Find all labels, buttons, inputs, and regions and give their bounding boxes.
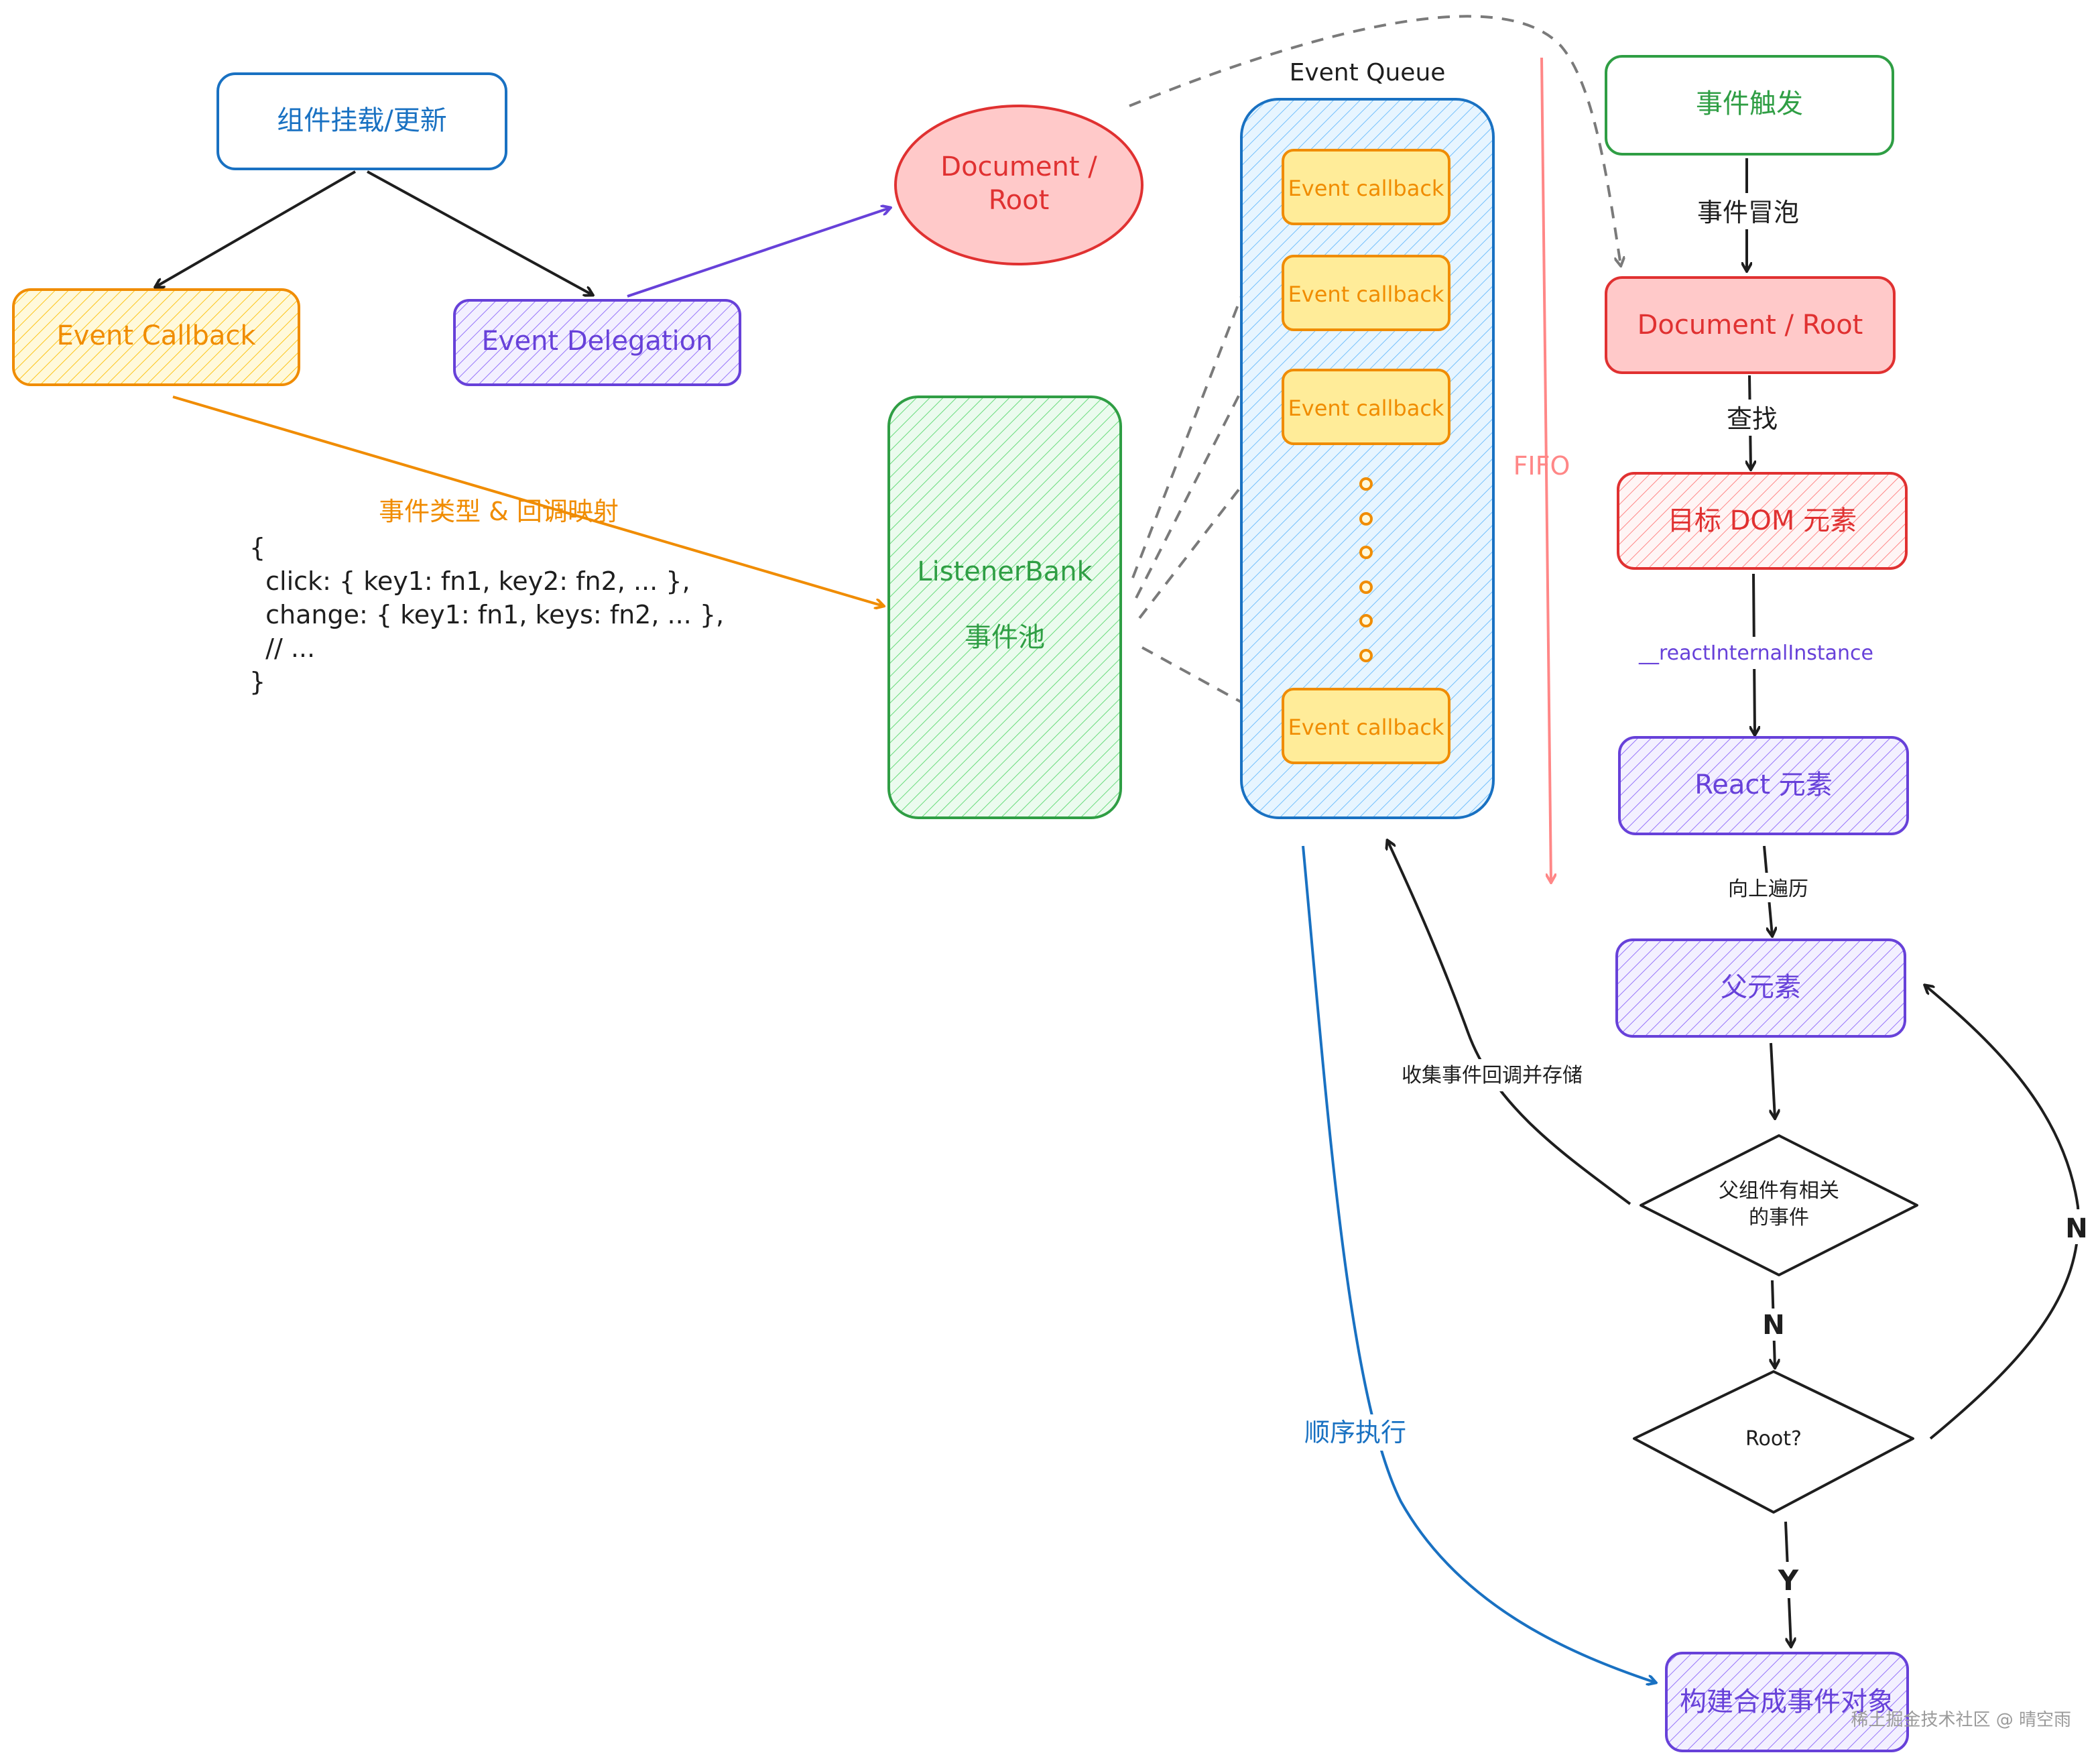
listener-bank-subtitle: 事件池 xyxy=(965,622,1045,653)
event-callback-item: Event callback xyxy=(1282,255,1450,331)
react-element-label: React 元素 xyxy=(1694,770,1833,800)
collect-label: 收集事件回调并存储 xyxy=(1402,1064,1583,1087)
root-check-decision: Root? xyxy=(1633,1370,1914,1514)
event-callback-item-label: Event callback xyxy=(1288,282,1444,307)
internal-instance-label: __reactInternalInstance xyxy=(1638,642,1873,665)
ellipsis-dots xyxy=(1359,477,1373,662)
event-callback-item: Event callback xyxy=(1282,688,1450,764)
parent-has-event-decision: 父组件有相关 的事件 xyxy=(1640,1134,1918,1276)
arrow-queue-to-build xyxy=(1302,845,1656,1683)
mapping-code-line-0: { xyxy=(249,533,265,562)
fifo-label: FIFO xyxy=(1514,451,1570,481)
listener-bank-title: ListenerBank xyxy=(917,556,1093,587)
parent-has-event-line-2: 的事件 xyxy=(1749,1206,1809,1229)
collect-label-bg xyxy=(1392,1059,1593,1091)
n-label-1-bg xyxy=(1757,1309,1791,1341)
document-root-label: Document / Root xyxy=(1638,310,1863,341)
arrow-collect-to-queue xyxy=(1387,841,1631,1205)
mount-update-label: 组件挂载/更新 xyxy=(277,105,446,136)
bubble-label: 事件冒泡 xyxy=(1697,198,1799,227)
mount-update-node: 组件挂载/更新 xyxy=(217,72,507,170)
arrow-bank-to-callback-3 xyxy=(1138,441,1276,619)
document-root-node: Document / Root xyxy=(1605,276,1896,374)
mapping-code-line-3: // ... xyxy=(249,633,315,663)
n-label-2: N xyxy=(2065,1213,2087,1244)
arrow-mount-to-delegation xyxy=(367,170,593,295)
root-check-label: Root? xyxy=(1745,1427,1802,1451)
document-root-ellipse: Document / Root xyxy=(894,105,1144,265)
arrow-bank-to-callback-2 xyxy=(1135,327,1274,599)
arrow-mount-to-callback xyxy=(156,170,356,287)
react-element-node: React 元素 xyxy=(1618,736,1909,835)
parent-element-label: 父元素 xyxy=(1721,972,1801,1003)
event-callback-item-label: Event callback xyxy=(1288,715,1444,740)
arrow-delegation-to-document xyxy=(627,208,890,298)
sequential-label-bg xyxy=(1296,1414,1416,1451)
mapping-code-line-2: change: { key1: fn1, keys: fn2, ... }, xyxy=(249,600,724,629)
event-callback-item-label: Event callback xyxy=(1288,396,1444,421)
mapping-code-line-4: } xyxy=(249,667,265,696)
event-trigger-label: 事件触发 xyxy=(1696,88,1803,119)
n-label-1: N xyxy=(1762,1310,1784,1341)
build-synthetic-event-node: 构建合成事件对象 xyxy=(1665,1652,1909,1752)
event-callback-item-label: Event callback xyxy=(1288,176,1444,201)
y-label: Y xyxy=(1778,1564,1799,1597)
event-delegation-node: Event Delegation xyxy=(453,299,741,386)
arrow-parent-to-decision xyxy=(1771,1042,1775,1118)
find-label-bg xyxy=(1721,400,1783,436)
arrow-callback-to-listenerbank xyxy=(172,396,883,606)
target-dom-label: 目标 DOM 元素 xyxy=(1668,505,1857,536)
n-label-2-bg xyxy=(2060,1209,2094,1244)
build-synthetic-event-label: 构建合成事件对象 xyxy=(1680,1687,1894,1717)
arrow-bank-to-callback-4 xyxy=(1141,646,1276,721)
find-label: 查找 xyxy=(1727,404,1778,434)
arrow-document-to-right-root xyxy=(1129,15,1621,265)
arrow-root-check-loop-to-parent xyxy=(1925,985,2080,1440)
parent-element-node: 父元素 xyxy=(1615,938,1906,1038)
document-root-line-2: Root xyxy=(989,185,1050,216)
mapping-code-block: { click: { key1: fn1, key2: fn2, ... }, … xyxy=(249,533,724,696)
bubble-label-bg xyxy=(1689,193,1807,229)
mapping-label: 事件类型 & 回调映射 xyxy=(379,497,619,526)
y-label-bg xyxy=(1772,1562,1806,1598)
fifo-arrow xyxy=(1540,57,1551,882)
event-callback-item: Event callback xyxy=(1282,149,1450,225)
event-trigger-node: 事件触发 xyxy=(1605,55,1894,156)
sequential-label: 顺序执行 xyxy=(1304,1418,1406,1447)
document-root-line-1: Document / xyxy=(940,151,1097,182)
listener-bank-node: ListenerBank 事件池 xyxy=(887,396,1122,819)
event-callback-item: Event callback xyxy=(1282,369,1450,445)
parent-has-event-line-1: 父组件有相关 xyxy=(1719,1179,1839,1203)
mapping-code-line-1: click: { key1: fn1, key2: fn2, ... }, xyxy=(249,566,690,596)
traverse-label-bg xyxy=(1720,873,1816,902)
watermark: 稀土掘金技术社区 @ 晴空雨 xyxy=(1851,1710,2071,1730)
event-callback-label: Event Callback xyxy=(56,320,256,351)
target-dom-node: 目标 DOM 元素 xyxy=(1617,472,1908,570)
traverse-label: 向上遍历 xyxy=(1728,877,1808,901)
event-callback-node: Event Callback xyxy=(12,288,300,386)
internal-instance-label-bg xyxy=(1629,637,1883,669)
event-delegation-label: Event Delegation xyxy=(482,326,713,357)
event-queue-title: Event Queue xyxy=(1290,59,1446,86)
